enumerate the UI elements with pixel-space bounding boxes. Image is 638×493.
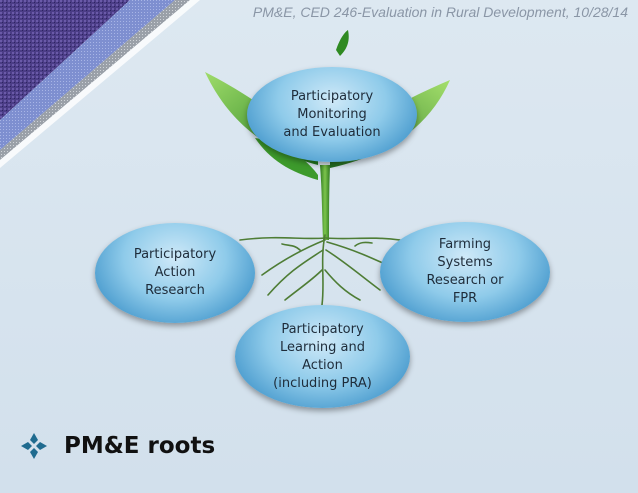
node-top-line-1: Participatory xyxy=(290,88,374,104)
node-bottom-line-3: Action xyxy=(302,357,343,373)
plant-stem xyxy=(320,165,330,240)
node-farming-systems-research: Farming Systems Research or FPR xyxy=(380,222,550,322)
node-right-line-4: FPR xyxy=(452,291,478,306)
bullet-text: PM&E roots xyxy=(64,433,216,459)
node-right-line-3: Research or xyxy=(426,273,504,288)
node-participatory-action-research: Participatory Action Research xyxy=(95,223,255,323)
top-sprout xyxy=(336,30,349,56)
node-bottom-line-2: Learning and xyxy=(279,339,366,355)
node-bottom-line-4: (including PRA) xyxy=(273,375,372,391)
bullet-point: PM&E roots xyxy=(20,432,215,460)
node-top-line-3: and Evaluation xyxy=(283,124,381,140)
node-left-line-2: Action xyxy=(154,265,196,280)
slide-header: PM&E, CED 246-Evaluation in Rural Develo… xyxy=(252,4,628,20)
node-right-line-1: Farming xyxy=(438,237,492,252)
node-left-line-1: Participatory xyxy=(133,247,217,262)
node-top-line-2: Monitoring xyxy=(297,106,367,122)
lower-left-leaf xyxy=(255,138,318,180)
diamond-bullet-icon xyxy=(21,433,47,459)
plant-roots xyxy=(239,234,401,306)
node-bottom-line-1: Participatory xyxy=(281,321,364,337)
node-participatory-monitoring-evaluation: Participatory Monitoring and Evaluation xyxy=(247,67,417,162)
node-left-line-3: Research xyxy=(145,283,205,298)
node-participatory-learning-action: Participatory Learning and Action (inclu… xyxy=(235,305,410,408)
node-right-line-2: Systems xyxy=(437,255,493,270)
